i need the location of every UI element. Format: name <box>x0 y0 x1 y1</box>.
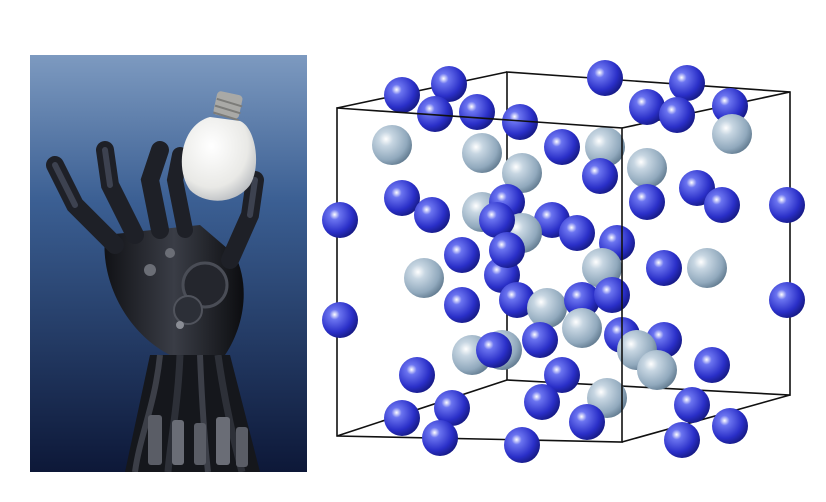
atom-dark <box>444 287 480 323</box>
atom-light <box>627 148 667 188</box>
atom-dark <box>502 104 538 140</box>
atom-dark <box>544 129 580 165</box>
atom-dark <box>712 88 748 124</box>
atom-dark <box>646 250 682 286</box>
atom-dark <box>664 422 700 458</box>
atom-dark <box>384 77 420 113</box>
atom-dark <box>659 97 695 133</box>
atom-light <box>404 258 444 298</box>
robot-fingers <box>46 141 264 269</box>
atom-dark <box>582 158 618 194</box>
atom-dark <box>504 427 540 463</box>
atom-light <box>372 125 412 165</box>
atom-light <box>527 288 567 328</box>
light-bulb <box>181 91 257 201</box>
atom-dark <box>544 357 580 393</box>
atom-dark <box>669 65 705 101</box>
atom-light <box>562 308 602 348</box>
atom-light <box>462 133 502 173</box>
atom-light <box>687 248 727 288</box>
atom-dark <box>629 184 665 220</box>
atom-dark <box>417 96 453 132</box>
atom-dark <box>559 215 595 251</box>
robotic-hand-illustration <box>30 55 307 472</box>
robot-palm <box>104 225 244 355</box>
atom-light <box>637 350 677 390</box>
forearm-cables <box>125 354 260 472</box>
atom-dark <box>564 282 600 318</box>
atom-dark <box>399 357 435 393</box>
atom-dark <box>587 60 623 96</box>
atom-dark <box>476 332 512 368</box>
atom-light <box>585 127 625 167</box>
atoms-front-layer <box>322 202 700 463</box>
atom-dark <box>769 187 805 223</box>
atom-dark <box>674 387 710 423</box>
atom-dark <box>694 347 730 383</box>
atom-dark <box>524 384 560 420</box>
atom-dark <box>322 302 358 338</box>
atom-dark <box>489 232 525 268</box>
atom-dark <box>322 202 358 238</box>
atom-dark <box>414 197 450 233</box>
atom-dark <box>479 202 515 238</box>
atom-dark <box>629 89 665 125</box>
atom-dark <box>384 400 420 436</box>
atom-dark <box>769 282 805 318</box>
atom-dark <box>522 322 558 358</box>
atom-dark <box>431 66 467 102</box>
atom-dark <box>594 277 630 313</box>
atom-dark <box>704 187 740 223</box>
atom-dark <box>459 94 495 130</box>
atom-dark <box>384 180 420 216</box>
atom-light <box>712 114 752 154</box>
atoms-back-layer <box>372 60 805 444</box>
atom-dark <box>569 404 605 440</box>
crystal-structure-diagram <box>312 50 812 470</box>
atom-dark <box>422 420 458 456</box>
atom-light <box>502 153 542 193</box>
atom-dark <box>434 390 470 426</box>
atom-dark <box>444 237 480 273</box>
atom-dark <box>712 408 748 444</box>
atom-dark <box>499 282 535 318</box>
crystal-svg <box>322 60 805 463</box>
robotic-hand-photo <box>30 55 307 472</box>
